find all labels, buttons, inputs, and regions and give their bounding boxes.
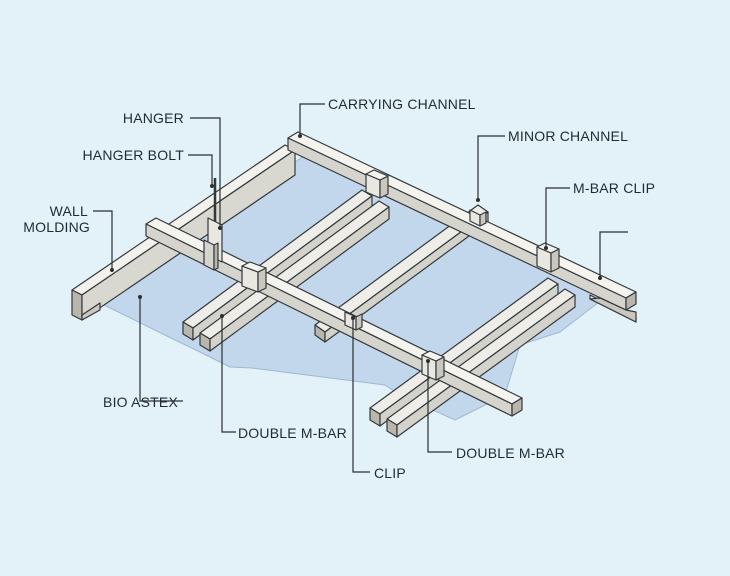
label-carrying-channel: CARRYING CHANNEL (328, 96, 476, 112)
double-m-bar-right (369, 277, 576, 438)
label-m-bar-clip: M-BAR CLIP (573, 180, 656, 196)
wall-molding-right (589, 294, 637, 323)
label-molding: MOLDING (23, 219, 90, 235)
label-double-m-bar-left: DOUBLE M-BAR (238, 425, 347, 441)
label-wall: WALL (49, 203, 88, 219)
m-bar-clip-1 (241, 261, 267, 293)
bio-astex-panel (99, 149, 613, 421)
m-bar-clip-3 (536, 242, 560, 273)
double-m-bar-left (182, 189, 390, 352)
label-hanger-bolt: HANGER BOLT (82, 147, 184, 163)
label-minor-channel: MINOR CHANNEL (508, 128, 629, 144)
label-clip: CLIP (374, 465, 406, 481)
minor-channel (314, 204, 489, 343)
clip-2 (469, 209, 487, 227)
m-bar-clip-4 (421, 350, 445, 381)
leader-lines (93, 103, 628, 473)
leader-dots (110, 134, 602, 363)
label-double-m-bar-right: DOUBLE M-BAR (456, 445, 565, 461)
label-hanger: HANGER (122, 110, 184, 126)
m-bar-clip-2 (365, 169, 389, 199)
label-bio-astex: BIO ASTEX (103, 394, 178, 410)
